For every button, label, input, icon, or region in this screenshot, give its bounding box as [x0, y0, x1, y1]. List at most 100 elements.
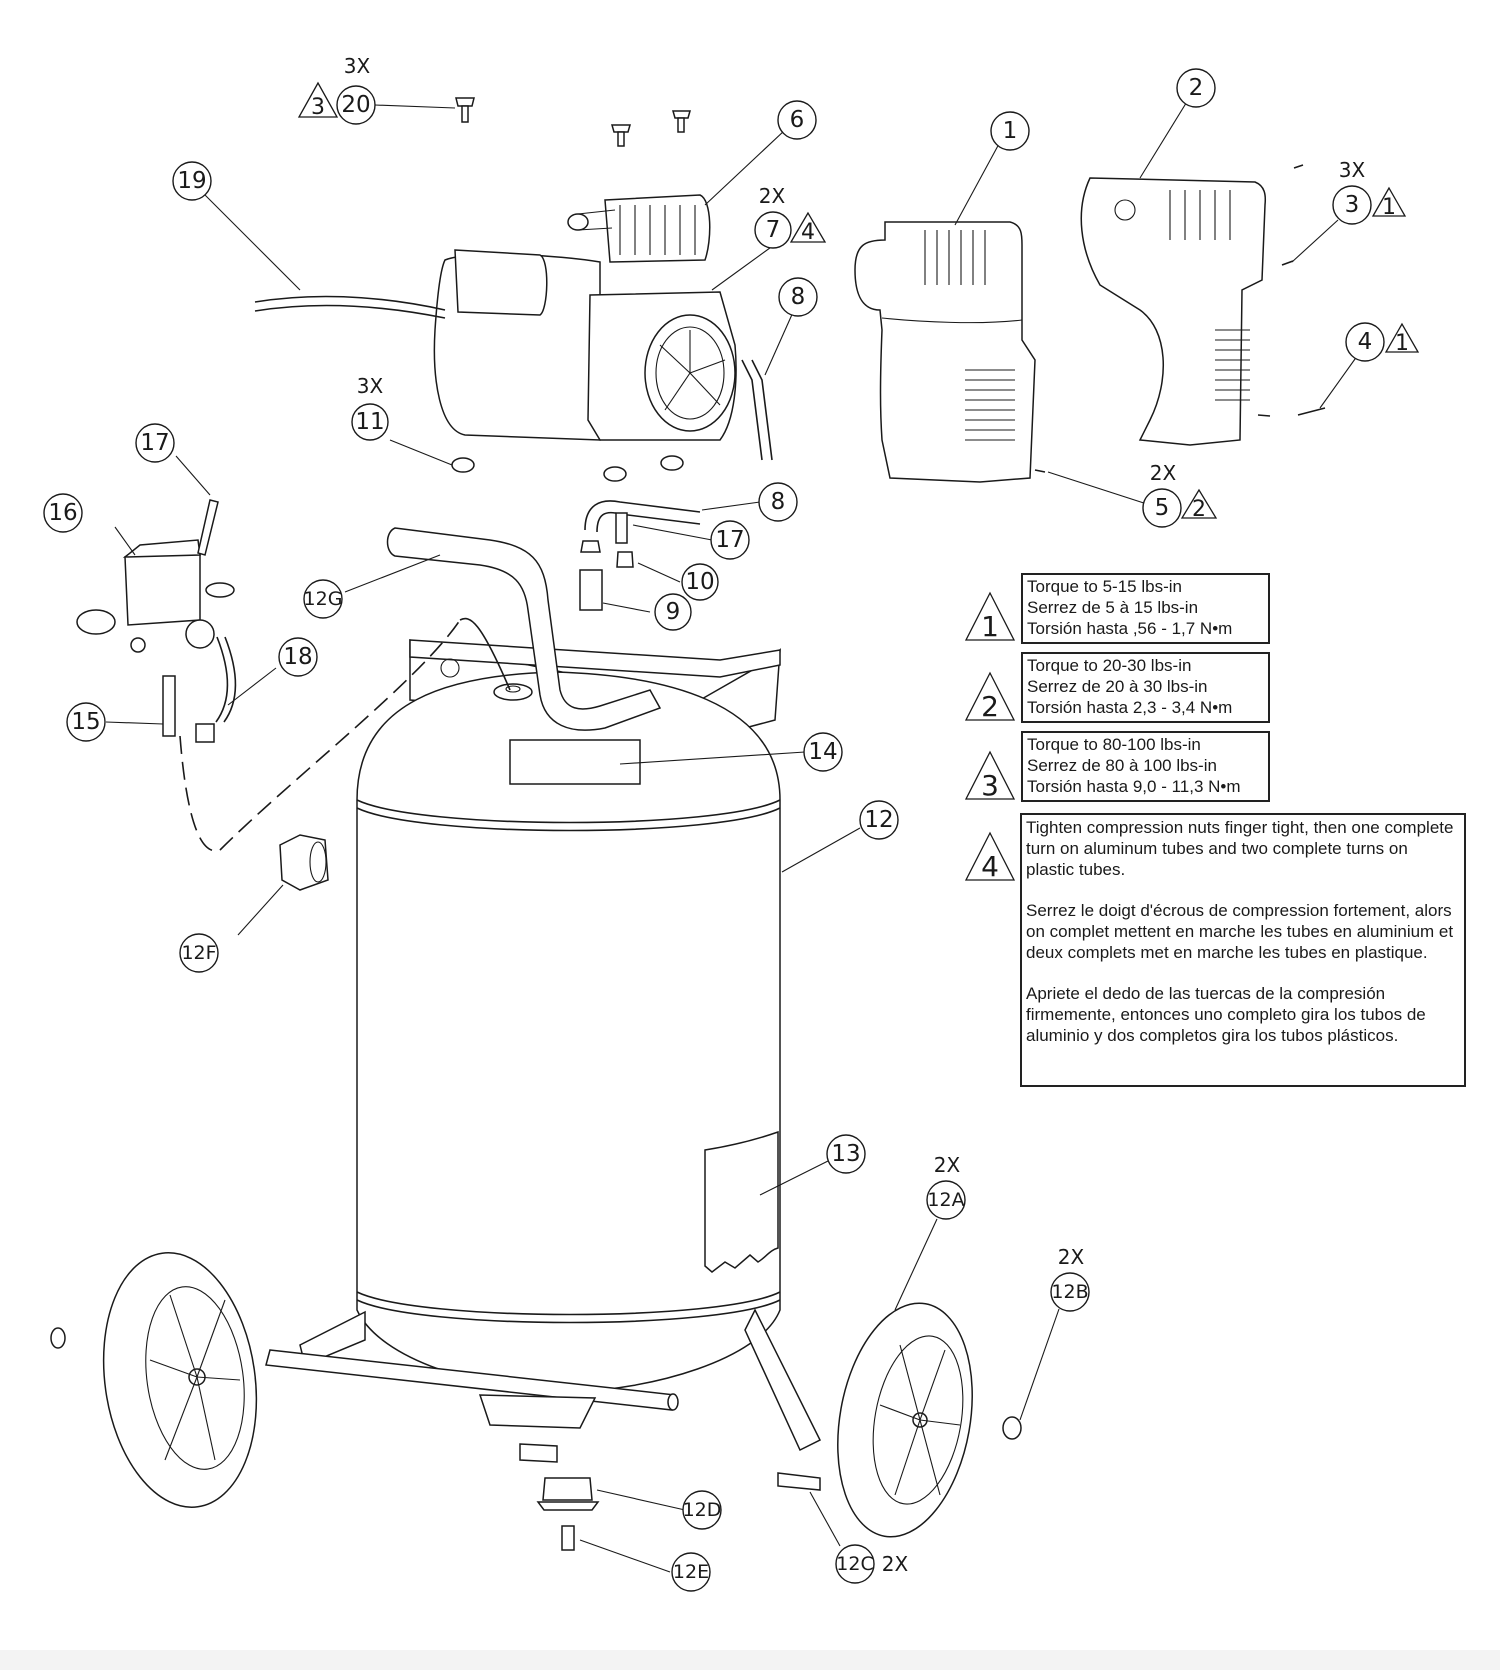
qty-11: 3X	[357, 374, 384, 398]
svg-text:15: 15	[71, 709, 100, 735]
callout-12d: 12D	[682, 1490, 722, 1530]
callout-8-lower: 8	[758, 482, 798, 522]
svg-text:2: 2	[1189, 75, 1204, 101]
callout-3: 3	[1332, 185, 1372, 225]
torque-3-en: Torque to 80-100 lbs-in	[1027, 735, 1201, 754]
callout-12g: 12G	[303, 579, 343, 619]
svg-text:1: 1	[981, 610, 999, 643]
svg-text:12C: 12C	[836, 1553, 873, 1575]
svg-text:8: 8	[771, 489, 786, 515]
right-wheel	[837, 1302, 973, 1538]
torque-2-fr: Serrez de 20 à 30 lbs-in	[1027, 677, 1208, 696]
callout-5: 5	[1142, 488, 1182, 528]
svg-text:11: 11	[355, 409, 384, 435]
callout-20: 20	[336, 85, 376, 125]
callout-12: 12	[859, 800, 899, 840]
callout-17-right: 17	[710, 520, 750, 560]
callout-10: 10	[681, 563, 719, 601]
torque-1-es: Torsión hasta ,56 - 1,7 N•m	[1027, 619, 1233, 638]
qty-3: 3X	[1339, 158, 1366, 182]
callout-12c: 12C	[835, 1544, 875, 1584]
callout-9: 9	[654, 593, 692, 631]
svg-text:10: 10	[685, 569, 714, 595]
svg-text:14: 14	[808, 739, 837, 765]
svg-text:3: 3	[1345, 192, 1360, 218]
torque-2-es: Torsión hasta 2,3 - 3,4 N•m	[1027, 698, 1233, 717]
svg-text:5: 5	[1155, 495, 1170, 521]
svg-text:13: 13	[831, 1141, 860, 1167]
callout-18: 18	[278, 637, 318, 677]
svg-text:12A: 12A	[927, 1189, 964, 1211]
svg-text:8: 8	[791, 284, 806, 310]
compression-note-en: Tighten compression nuts finger tight, t…	[1026, 818, 1454, 879]
torque-3-es: Torsión hasta 9,0 - 11,3 N•m	[1027, 777, 1241, 796]
svg-text:9: 9	[666, 599, 681, 625]
qty-12a: 2X	[934, 1153, 961, 1177]
callout-1: 1	[990, 111, 1030, 151]
callout-12e: 12E	[671, 1552, 711, 1592]
callout-7: 7	[754, 211, 792, 249]
qty-5: 2X	[1150, 461, 1177, 485]
callout-17-left: 17	[135, 423, 175, 463]
torque-legend-1: Torque to 5-15 lbs-in Serrez de 5 à 15 l…	[1021, 573, 1270, 644]
svg-text:7: 7	[766, 217, 781, 243]
legend-triangle-1: 1	[964, 591, 1016, 643]
pressure-switch-assembly	[76, 499, 511, 852]
torque-legend-3: Torque to 80-100 lbs-in Serrez de 80 à 1…	[1021, 731, 1270, 802]
qty-7: 2X	[759, 184, 786, 208]
torque-triangle-4: 1	[1384, 322, 1420, 356]
torque-triangle-5: 2	[1180, 488, 1218, 522]
callout-19: 19	[172, 161, 212, 201]
tank	[50, 527, 1022, 1551]
callout-11: 11	[351, 403, 389, 441]
torque-triangle-7: 4	[789, 211, 827, 245]
svg-text:2: 2	[981, 690, 999, 723]
torque-triangle-20: 3	[297, 81, 339, 120]
shroud-rear	[1034, 164, 1326, 473]
legend-triangle-3: 3	[964, 750, 1016, 802]
qty-12b: 2X	[1058, 1245, 1085, 1269]
qty-20: 3X	[344, 54, 371, 78]
legend-triangle-4: 4	[964, 831, 1016, 883]
callout-6: 6	[777, 100, 817, 140]
svg-text:1: 1	[1382, 195, 1396, 220]
callout-16: 16	[43, 493, 83, 533]
svg-text:4: 4	[801, 220, 815, 245]
torque-2-en: Torque to 20-30 lbs-in	[1027, 656, 1192, 675]
callout-2: 2	[1176, 68, 1216, 108]
compression-note: Tighten compression nuts finger tight, t…	[1020, 813, 1466, 1087]
svg-text:12F: 12F	[181, 942, 216, 964]
svg-text:4: 4	[1358, 329, 1373, 355]
compression-note-es: Apriete el dedo de las tuercas de la com…	[1026, 984, 1426, 1045]
torque-1-en: Torque to 5-15 lbs-in	[1027, 577, 1182, 596]
svg-text:2: 2	[1192, 497, 1206, 522]
leader-lines	[105, 99, 1361, 1573]
svg-text:6: 6	[790, 107, 805, 133]
svg-text:1: 1	[1003, 118, 1018, 144]
svg-text:12B: 12B	[1051, 1281, 1088, 1303]
svg-text:16: 16	[48, 500, 77, 526]
svg-text:19: 19	[177, 168, 206, 194]
svg-text:17: 17	[715, 527, 744, 553]
torque-triangle-3: 1	[1371, 186, 1407, 220]
callout-14: 14	[803, 732, 843, 772]
compression-note-fr: Serrez le doigt d'écrous de compression …	[1026, 901, 1454, 962]
callout-13: 13	[826, 1134, 866, 1174]
svg-text:20: 20	[341, 92, 370, 118]
pump-motor-assembly	[254, 97, 773, 482]
svg-text:12: 12	[864, 807, 893, 833]
callout-15: 15	[66, 702, 106, 742]
callout-8-upper: 8	[778, 277, 818, 317]
qty-12c: 2X	[882, 1552, 909, 1576]
shroud-front	[854, 221, 1036, 483]
callout-12a: 12A	[926, 1180, 966, 1220]
svg-text:12G: 12G	[304, 588, 343, 610]
svg-text:3: 3	[981, 769, 999, 802]
fittings	[579, 500, 701, 611]
svg-text:18: 18	[283, 644, 312, 670]
page-bottom-band	[0, 1650, 1500, 1670]
callout-4: 4	[1345, 322, 1385, 362]
torque-1-fr: Serrez de 5 à 15 lbs-in	[1027, 598, 1199, 617]
legend-triangle-2: 2	[964, 671, 1016, 723]
